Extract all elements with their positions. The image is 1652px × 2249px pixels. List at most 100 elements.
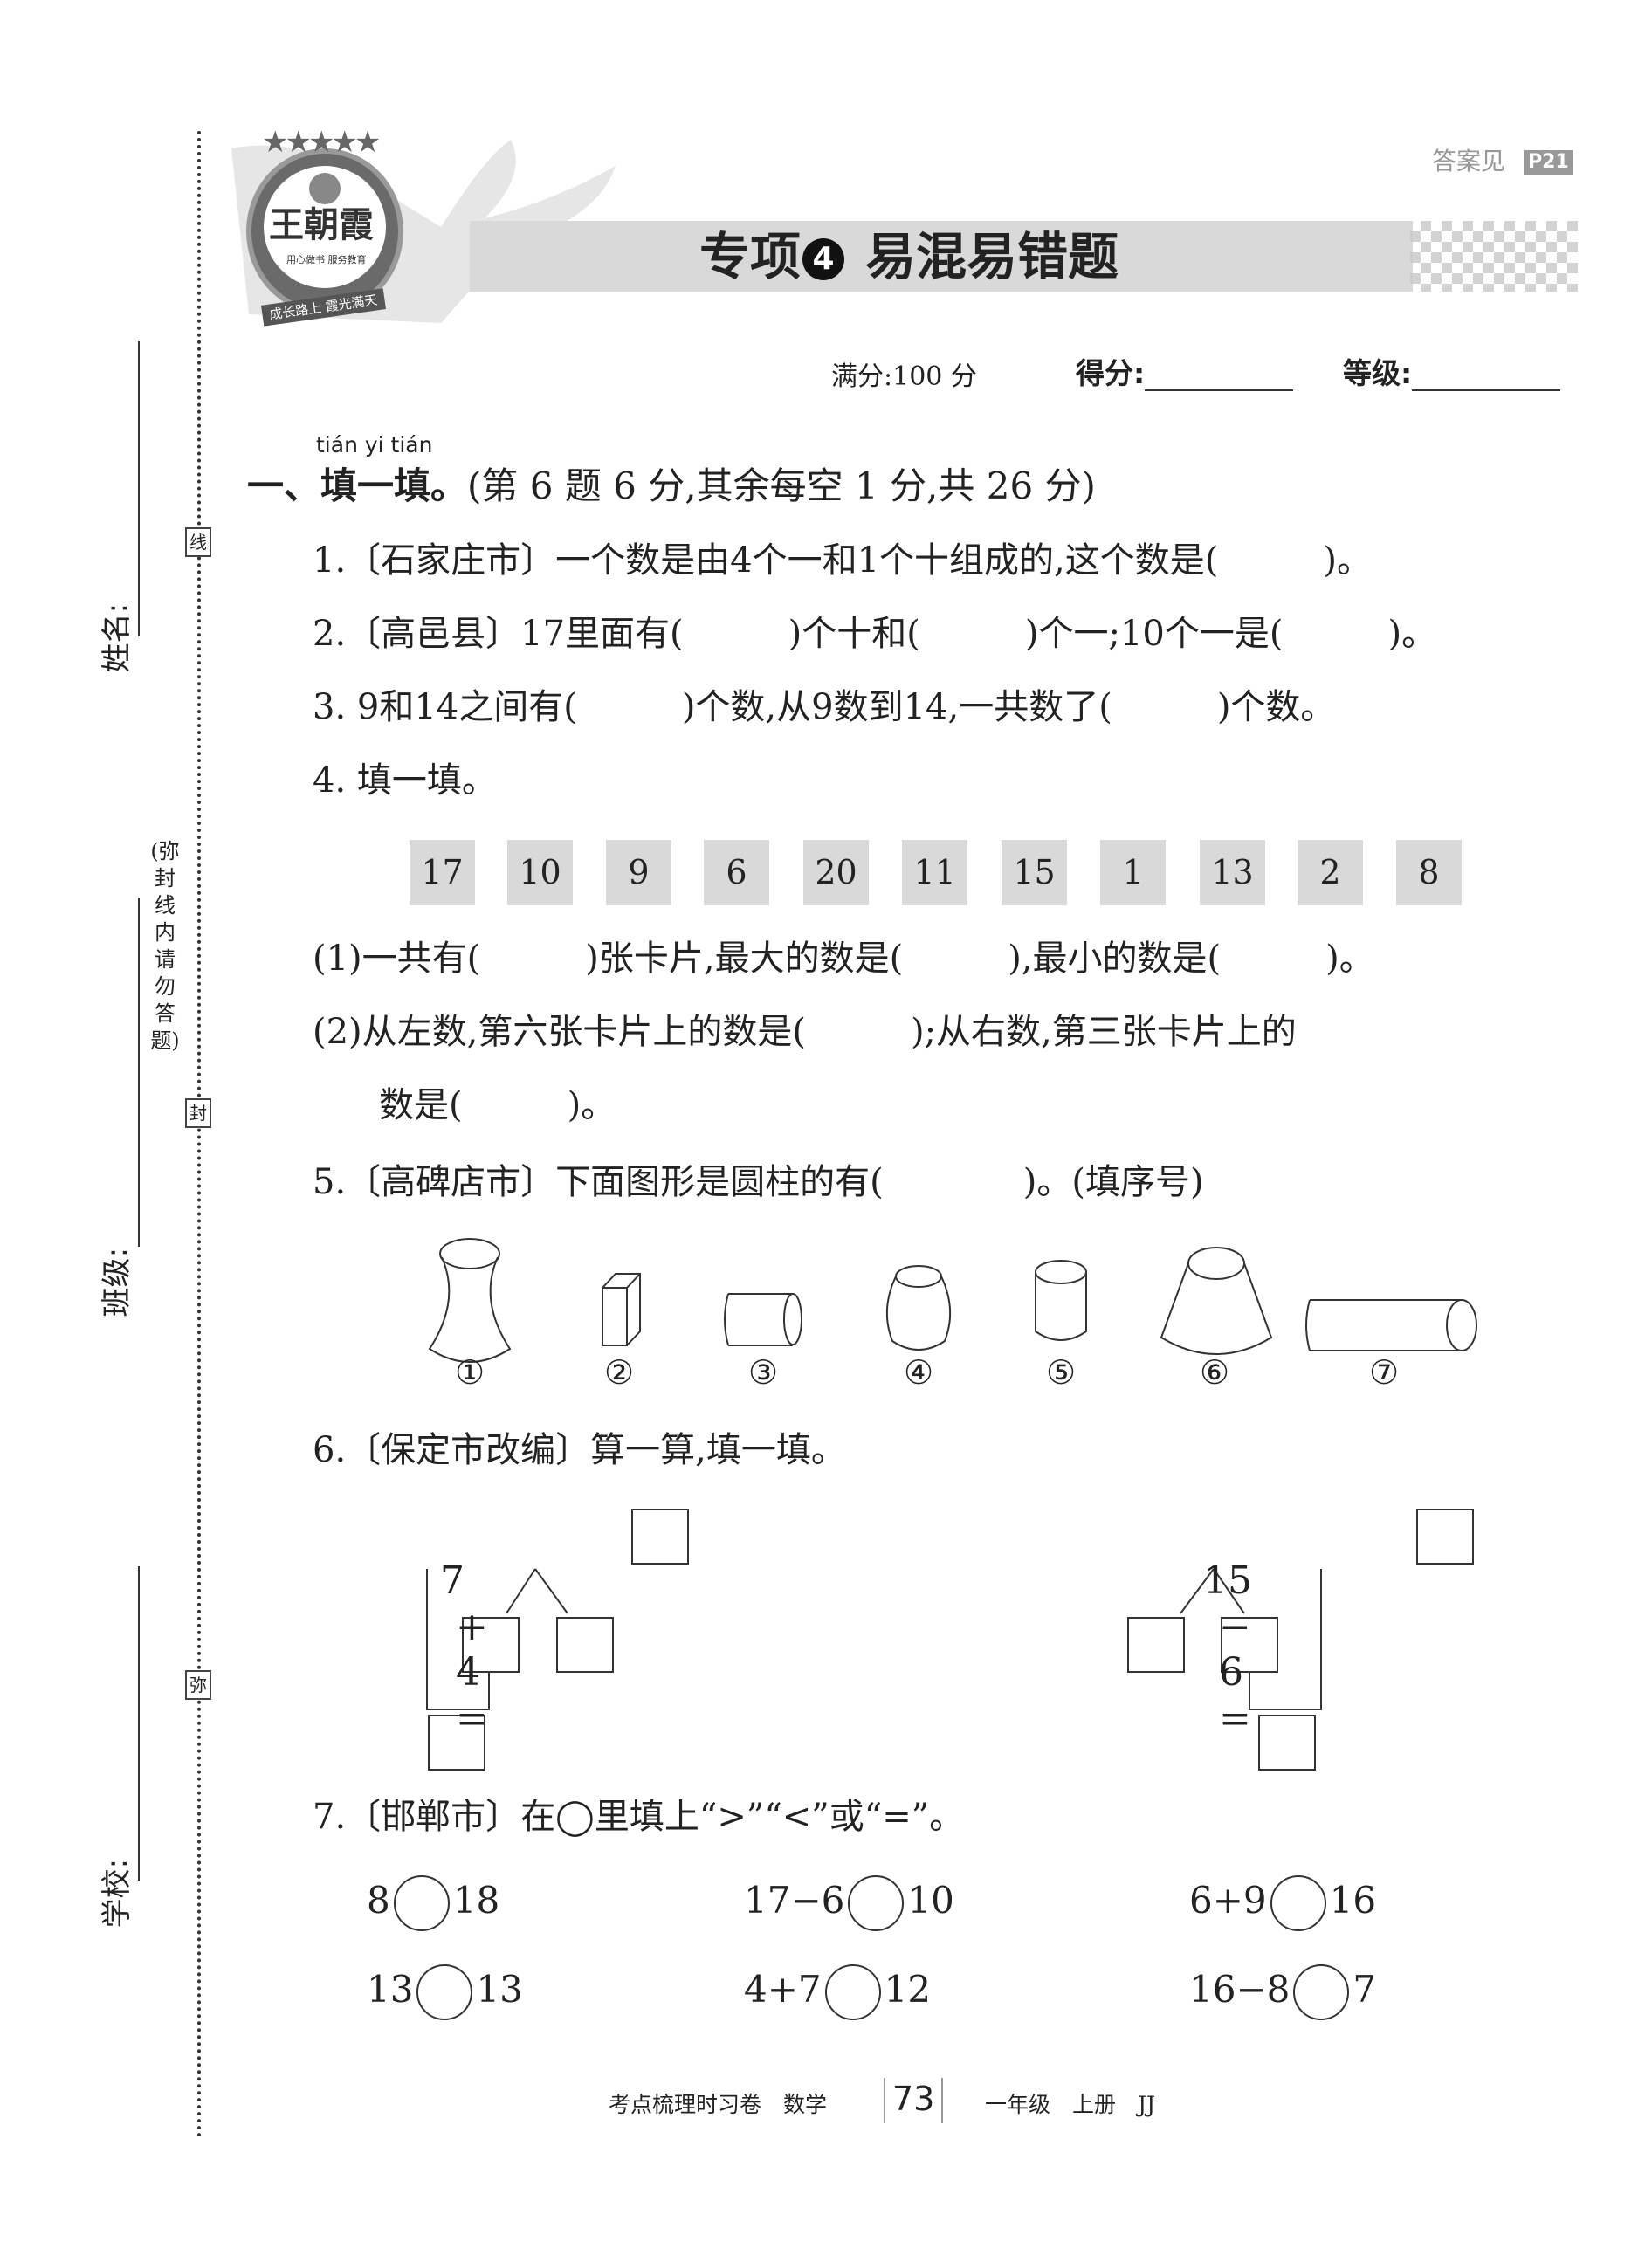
compare-circle[interactable] — [393, 1875, 450, 1931]
number-card: 13 — [1200, 840, 1265, 905]
number-card: 17 — [410, 840, 475, 905]
number-card: 6 — [704, 840, 769, 905]
step-box[interactable] — [428, 1715, 485, 1771]
seal-notice: (弥封线内请勿答题) — [150, 839, 180, 1053]
shape-label: ① — [454, 1353, 485, 1392]
split-box[interactable] — [556, 1617, 614, 1673]
number-card: 11 — [902, 840, 967, 905]
compare-left: 16−8 — [1189, 1968, 1291, 2011]
eq-operator: − — [1218, 1604, 1251, 1649]
shape-label: ③ — [747, 1353, 779, 1392]
shape-1-concave-vase — [428, 1238, 512, 1363]
compare-item: 6+9 16 — [1189, 1875, 1376, 1931]
name-field[interactable] — [138, 341, 140, 636]
school-field[interactable] — [138, 1566, 140, 1881]
score-field[interactable]: 得分: — [1076, 356, 1294, 391]
question-4-1: (1)一共有( )张卡片,最大的数是( ),最小的数是( )。 — [313, 939, 1374, 979]
compare-left: 13 — [367, 1968, 414, 2011]
grade-label: 等级: — [1343, 356, 1413, 390]
grade-field[interactable]: 等级: — [1343, 356, 1561, 391]
number-card: 2 — [1298, 840, 1363, 905]
question-3: 3. 9和14之间有( )个数,从9数到14,一共数了( )个数。 — [313, 687, 1336, 727]
question-4: 4. 填一填。 — [313, 760, 497, 801]
page-number: 73 — [884, 2078, 944, 2123]
number-card: 15 — [1002, 840, 1067, 905]
title-number-badge: 4 — [802, 238, 844, 280]
shape-4-barrel — [885, 1265, 952, 1351]
number-card: 1 — [1100, 840, 1166, 905]
decompose-diagram-left — [426, 1509, 689, 1771]
shape-7-long-cylinder — [1305, 1299, 1477, 1351]
compare-left: 8 — [367, 1879, 390, 1922]
title-prefix: 专项 — [699, 227, 801, 286]
section-pinyin: tián yi tián — [316, 432, 433, 457]
compare-circle[interactable] — [416, 1964, 473, 2020]
shape-label: ④ — [903, 1353, 934, 1392]
score-label: 得分: — [1076, 356, 1146, 390]
logo-badge: 王朝霞 用心做书 服务教育 — [246, 148, 403, 314]
compare-left: 17−6 — [744, 1879, 845, 1922]
title-text: 易混易错题 — [865, 227, 1119, 286]
number-card: 10 — [507, 840, 573, 905]
eq-equals: = — [1218, 1696, 1251, 1742]
compare-circle[interactable] — [824, 1964, 881, 2020]
eq-operand: 4 — [455, 1650, 480, 1695]
shape-3-cylinder-horizontal — [724, 1293, 802, 1346]
decompose-diagram-right — [1127, 1509, 1474, 1771]
compare-item: 4+7 12 — [744, 1964, 931, 2020]
compare-item: 13 13 — [367, 1964, 523, 2020]
compare-right: 13 — [476, 1968, 523, 2011]
seal-mark-seal: 封 — [185, 1098, 211, 1128]
question-5: 5.〔高碑店市〕下面图形是圆柱的有( )。(填序号) — [313, 1162, 1204, 1202]
shape-label: ⑤ — [1045, 1353, 1077, 1392]
compare-circle[interactable] — [1293, 1964, 1350, 2020]
logo-stars-icon: ★★★★★ — [262, 125, 381, 160]
answer-box[interactable] — [631, 1509, 689, 1565]
compare-right: 12 — [884, 1968, 932, 2011]
seal-mark-mi: 弥 — [185, 1670, 211, 1700]
question-4-2-cont: 数是( )。 — [379, 1085, 616, 1125]
compare-right: 7 — [1353, 1968, 1377, 2011]
number-card: 9 — [606, 840, 671, 905]
number-card: 20 — [803, 840, 869, 905]
answer-page-badge: P21 — [1524, 150, 1573, 175]
eq-operand: 6 — [1218, 1650, 1243, 1695]
compare-left: 6+9 — [1189, 1879, 1267, 1922]
split-box[interactable] — [462, 1617, 520, 1673]
compare-item: 17−6 10 — [744, 1875, 954, 1931]
full-score: 满分:100 分 — [831, 361, 977, 392]
eq-operator: + — [455, 1604, 488, 1649]
logo-name: 王朝霞 — [269, 204, 374, 245]
compare-circle[interactable] — [1270, 1875, 1326, 1931]
title-band-checker — [1410, 221, 1578, 292]
section-title: 一、填一填。 — [247, 464, 468, 507]
footer-book: 考点梳理时习卷 数学 — [609, 2092, 828, 2117]
logo-portrait-icon — [309, 173, 341, 204]
compare-circle[interactable] — [848, 1875, 905, 1931]
answer-box[interactable] — [1416, 1509, 1474, 1565]
compare-left: 4+7 — [744, 1968, 822, 2011]
shape-label: ② — [603, 1353, 635, 1392]
shape-label: ⑦ — [1368, 1353, 1400, 1392]
class-field[interactable] — [138, 898, 140, 1247]
question-4-2: (2)从左数,第六张卡片上的数是( );从右数,第三张卡片上的 — [313, 1012, 1297, 1052]
section-scoring: (第 6 题 6 分,其余每空 1 分,共 26 分) — [467, 464, 1096, 507]
equation-right: 15 − 6 = — [1179, 1512, 1252, 1743]
compare-right: 16 — [1329, 1879, 1377, 1922]
compare-item: 16−8 7 — [1189, 1964, 1376, 2020]
split-box[interactable] — [1127, 1617, 1185, 1673]
section-heading: 一、填一填。(第 6 题 6 分,其余每空 1 分,共 26 分) — [247, 464, 1096, 508]
eq-operand: 7 — [439, 1558, 465, 1603]
title-band — [470, 221, 1413, 292]
shape-6-frustum — [1160, 1247, 1273, 1355]
compare-right: 10 — [907, 1879, 954, 1922]
question-2: 2.〔高邑县〕17里面有( )个十和( )个一;10个一是( )。 — [313, 614, 1437, 654]
question-6: 6.〔保定市改编〕算一算,填一填。 — [313, 1430, 846, 1470]
shape-2-cuboid — [602, 1273, 641, 1346]
shape-5-cylinder — [1035, 1260, 1087, 1341]
answer-ref-label: 答案见 — [1432, 147, 1506, 175]
question-7: 7.〔邯郸市〕在◯里填上“>”“<”或“=”。 — [313, 1797, 965, 1837]
step-box[interactable] — [1258, 1715, 1316, 1771]
